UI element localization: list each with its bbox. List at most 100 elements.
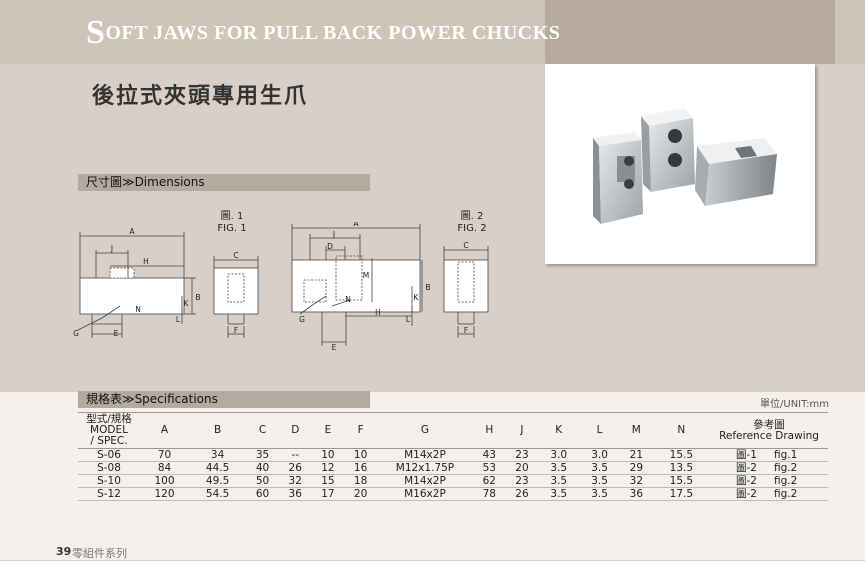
- dim-label-b: B: [195, 293, 200, 302]
- col-e: E: [324, 424, 332, 436]
- dim-label-j-fig2: J: [332, 230, 335, 239]
- cell-k: 3.5: [550, 488, 568, 500]
- cell-g: M12x1.75P: [395, 462, 455, 474]
- cell-d: 32: [288, 475, 302, 487]
- spec-table-header: 型式/規格 MODEL / SPEC. A B C D E F G H J K …: [78, 412, 828, 449]
- cell-l: 3.5: [591, 488, 608, 500]
- cell-a: 84: [157, 462, 172, 474]
- cell-k: 3.5: [550, 462, 568, 474]
- col-k: K: [555, 424, 563, 436]
- product-photo: [545, 64, 815, 264]
- col-j: J: [520, 424, 524, 436]
- header-accent: [545, 0, 835, 64]
- fig2-label: 圖. 2 FIG. 2: [452, 211, 492, 235]
- cell-e: 15: [321, 475, 335, 487]
- dim-label-m: M: [363, 271, 369, 280]
- cell-ref-zh: 圖-2: [736, 488, 757, 500]
- cell-m: 32: [629, 475, 644, 487]
- cell-l: 3.5: [591, 462, 608, 474]
- col-g: G: [420, 424, 430, 436]
- col-f: F: [357, 424, 364, 436]
- cell-model: S-08: [97, 462, 121, 474]
- cell-h: 78: [482, 488, 496, 500]
- cell-m: 29: [629, 462, 644, 474]
- page-category: 零組件系列: [72, 547, 127, 560]
- cell-f: 10: [353, 449, 368, 461]
- cell-k: 3.0: [550, 449, 568, 461]
- cell-g: M14x2P: [404, 475, 446, 487]
- specs-section-label: 規格表≫Specifications: [86, 392, 218, 406]
- col-spec-en: / SPEC.: [90, 435, 128, 447]
- cell-b: 54.5: [205, 488, 230, 500]
- cell-a: 70: [157, 449, 172, 461]
- cell-j: 23: [515, 475, 529, 487]
- cell-n: 15.5: [669, 449, 694, 461]
- cell-a: 120: [154, 488, 175, 500]
- cell-n: 13.5: [669, 462, 694, 474]
- dim-label-f: F: [234, 326, 238, 335]
- cell-model: S-06: [97, 449, 121, 461]
- cell-ref-en: fig.2: [774, 475, 798, 487]
- col-model: 型式/規格 MODEL / SPEC.: [78, 413, 140, 449]
- cell-g: M16x2P: [404, 488, 446, 500]
- col-ref-en: Reference Drawing: [719, 429, 819, 442]
- dim-label-e: E: [114, 329, 119, 338]
- fig1-label-en: FIG. 1: [217, 223, 247, 234]
- cell-j: 23: [515, 449, 529, 461]
- cell-ref-zh: 圖-2: [736, 462, 757, 474]
- dim-label-f-fig2: F: [464, 326, 468, 335]
- cell-g: M14x2P: [404, 449, 446, 461]
- cell-c: 40: [255, 462, 270, 474]
- cell-e: 17: [321, 488, 335, 500]
- dim-label-g-fig2: G: [299, 315, 305, 324]
- cell-d: 36: [288, 488, 302, 500]
- cell-model: S-12: [97, 488, 121, 500]
- spec-table: 型式/規格 MODEL / SPEC. A B C D E F G H J K …: [78, 412, 828, 501]
- cell-a: 100: [154, 475, 175, 487]
- fig2-label-en: FIG. 2: [457, 223, 487, 234]
- cell-ref-en: fig.2: [774, 488, 798, 500]
- col-l: L: [596, 424, 603, 436]
- cell-d: --: [291, 449, 300, 461]
- cell-h: 53: [482, 462, 496, 474]
- cell-f: 18: [353, 475, 368, 487]
- cell-reference: 圖-2 fig.2: [710, 488, 828, 501]
- specs-section-bar: 規格表≫Specifications: [78, 391, 370, 408]
- cell-m: 21: [629, 449, 644, 461]
- cell-k: 3.5: [550, 475, 568, 487]
- cell-ref-en: fig.1: [774, 449, 798, 461]
- col-d: D: [291, 424, 300, 436]
- dim-label-c: C: [233, 251, 238, 260]
- dim-label-c-fig2: C: [463, 241, 468, 250]
- cell-n: 15.5: [669, 475, 694, 487]
- dim-label-b-fig2: B: [425, 283, 430, 292]
- cell-c: 50: [255, 475, 270, 487]
- spec-background: [0, 392, 865, 560]
- col-b: B: [214, 424, 222, 436]
- cell-l: 3.0: [591, 449, 608, 461]
- page-number: 39: [56, 545, 72, 558]
- dim-label-e-fig2: E: [332, 343, 337, 352]
- cell-h: 62: [482, 475, 496, 487]
- dim-label-d: D: [327, 242, 333, 251]
- dimensions-section-label: 尺寸圖≫Dimensions: [86, 175, 205, 189]
- soft-jaws-illustration: [593, 108, 777, 224]
- col-a: A: [160, 424, 169, 436]
- dim-label-l-fig2: L: [406, 315, 411, 324]
- page-title: SOFT JAWS FOR PULL BACK POWER CHUCKS: [86, 14, 560, 52]
- col-ref: 參考圖 Reference Drawing: [710, 413, 828, 449]
- col-h: H: [485, 424, 494, 436]
- fig2-label-zh: 圖. 2: [460, 211, 484, 222]
- page-title-zh: 後拉式夾頭專用生爪: [92, 84, 309, 109]
- cell-m: 36: [629, 488, 644, 500]
- title-initial: S: [86, 14, 106, 51]
- cell-c: 60: [255, 488, 270, 500]
- dim-label-n: N: [135, 305, 141, 314]
- cell-n: 17.5: [669, 488, 694, 500]
- dim-label-g: G: [73, 329, 79, 338]
- fig1-label-zh: 圖. 1: [220, 211, 244, 222]
- unit-label: 單位/UNIT:mm: [760, 399, 829, 410]
